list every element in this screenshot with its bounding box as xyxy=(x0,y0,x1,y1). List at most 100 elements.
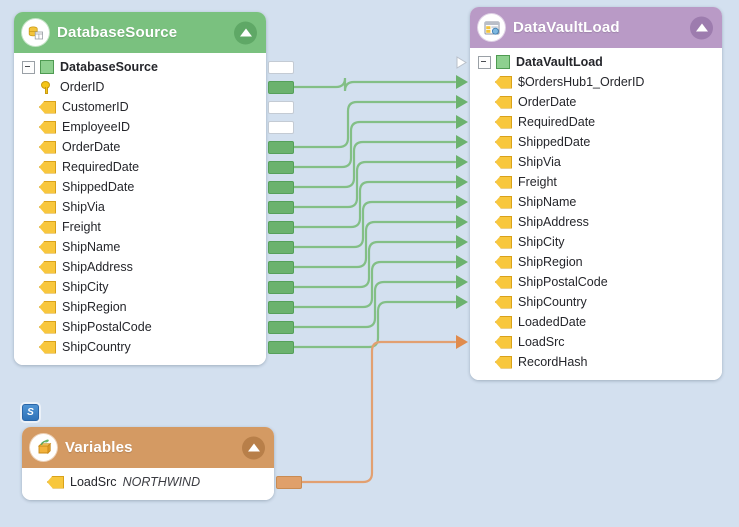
panel-header-data-vault-load[interactable]: DataVaultLoad xyxy=(470,7,722,48)
field-row[interactable]: ShipAddress xyxy=(14,257,266,277)
collapse-minus-icon[interactable] xyxy=(22,60,35,74)
input-arrow[interactable] xyxy=(456,175,468,189)
field-row[interactable]: ShipPostalCode xyxy=(14,317,266,337)
connector-line xyxy=(291,180,457,229)
field-icon xyxy=(39,200,56,214)
field-row[interactable]: OrderID xyxy=(14,77,266,97)
collapse-minus-icon[interactable] xyxy=(478,55,491,69)
output-port[interactable] xyxy=(268,321,294,334)
output-port[interactable] xyxy=(268,181,294,194)
input-arrow[interactable] xyxy=(456,255,468,269)
field-row[interactable]: $OrdersHub1_OrderID xyxy=(470,72,722,92)
output-port[interactable] xyxy=(268,81,294,94)
input-arrow[interactable] xyxy=(456,235,468,249)
output-port[interactable] xyxy=(268,201,294,214)
field-icon xyxy=(47,475,64,489)
field-row[interactable]: OrderDate xyxy=(470,92,722,112)
connector-line xyxy=(291,220,457,269)
collapse-up-icon-variables[interactable] xyxy=(242,436,265,459)
field-label: ShipCountry xyxy=(62,340,131,354)
field-icon xyxy=(495,75,512,89)
output-port[interactable] xyxy=(268,281,294,294)
input-arrow[interactable] xyxy=(456,75,468,89)
field-label: Freight xyxy=(518,175,557,189)
field-row[interactable]: Freight xyxy=(470,172,722,192)
output-port-variable[interactable] xyxy=(276,476,302,489)
field-label: DataVaultLoad xyxy=(516,55,603,69)
field-icon xyxy=(495,115,512,129)
field-row[interactable]: LoadedDate xyxy=(470,312,722,332)
field-row[interactable]: EmployeeID xyxy=(14,117,266,137)
field-label: ShippedDate xyxy=(518,135,591,149)
field-row[interactable]: RequiredDate xyxy=(470,112,722,132)
output-port[interactable] xyxy=(268,121,294,134)
panel-header-variables[interactable]: Variables xyxy=(22,427,274,468)
input-arrow-empty[interactable] xyxy=(456,55,467,69)
field-label: ShipPostalCode xyxy=(518,275,608,289)
tree-root-row[interactable]: DatabaseSource xyxy=(14,57,266,77)
field-label: ShipAddress xyxy=(62,260,133,274)
field-label: ShipCountry xyxy=(518,295,587,309)
field-row[interactable]: RequiredDate xyxy=(14,157,266,177)
output-port[interactable] xyxy=(268,261,294,274)
field-icon xyxy=(39,120,56,134)
field-row[interactable]: ShipPostalCode xyxy=(470,272,722,292)
input-arrow[interactable] xyxy=(456,335,468,349)
field-row[interactable]: ShipCountry xyxy=(470,292,722,312)
field-icon xyxy=(39,240,56,254)
input-arrow[interactable] xyxy=(456,275,468,289)
field-row[interactable]: ShipRegion xyxy=(14,297,266,317)
field-icon xyxy=(39,260,56,274)
field-row[interactable]: ShipVia xyxy=(470,152,722,172)
field-label: DatabaseSource xyxy=(60,60,158,74)
input-arrow[interactable] xyxy=(456,115,468,129)
field-row[interactable]: Freight xyxy=(14,217,266,237)
output-port[interactable] xyxy=(268,301,294,314)
input-arrow[interactable] xyxy=(456,155,468,169)
tree-root-row[interactable]: DataVaultLoad xyxy=(470,52,722,72)
field-icon xyxy=(39,140,56,154)
output-port[interactable] xyxy=(268,341,294,354)
field-row[interactable]: OrderDate xyxy=(14,137,266,157)
input-arrow[interactable] xyxy=(456,135,468,149)
field-row[interactable]: ShipVia xyxy=(14,197,266,217)
script-badge[interactable]: S xyxy=(22,404,39,421)
input-arrow[interactable] xyxy=(456,295,468,309)
output-port[interactable] xyxy=(268,61,294,74)
input-arrow[interactable] xyxy=(456,95,468,109)
field-row[interactable]: ShipName xyxy=(470,192,722,212)
connector-line xyxy=(291,140,457,189)
field-row[interactable]: LoadSrc xyxy=(470,332,722,352)
field-row[interactable]: ShipName xyxy=(14,237,266,257)
field-row[interactable]: ShipAddress xyxy=(470,212,722,232)
field-label: OrderDate xyxy=(62,140,121,154)
field-icon xyxy=(495,215,512,229)
field-label: RecordHash xyxy=(518,355,588,369)
panel-header-database-source[interactable]: DatabaseSource xyxy=(14,12,266,53)
collapse-up-icon-data-vault-load[interactable] xyxy=(690,16,713,39)
input-arrow[interactable] xyxy=(456,195,468,209)
field-row[interactable]: ShipCountry xyxy=(14,337,266,357)
input-arrow[interactable] xyxy=(456,215,468,229)
table-icon xyxy=(478,14,505,41)
field-row[interactable]: CustomerID xyxy=(14,97,266,117)
field-row[interactable]: RecordHash xyxy=(470,352,722,372)
field-row[interactable]: ShipCity xyxy=(14,277,266,297)
connector-line xyxy=(299,340,457,484)
output-port[interactable] xyxy=(268,241,294,254)
field-icon xyxy=(495,235,512,249)
output-port[interactable] xyxy=(268,141,294,154)
field-row[interactable]: ShipCity xyxy=(470,232,722,252)
output-port[interactable] xyxy=(268,101,294,114)
field-row[interactable]: ShipRegion xyxy=(470,252,722,272)
output-port[interactable] xyxy=(268,221,294,234)
field-row[interactable]: ShippedDate xyxy=(470,132,722,152)
collapse-up-icon-database-source[interactable] xyxy=(234,21,257,44)
field-row[interactable]: ShippedDate xyxy=(14,177,266,197)
output-port[interactable] xyxy=(268,161,294,174)
panel-data-vault-load[interactable]: DataVaultLoad DataVaultLoad $OrdersHub1_O… xyxy=(470,7,722,380)
